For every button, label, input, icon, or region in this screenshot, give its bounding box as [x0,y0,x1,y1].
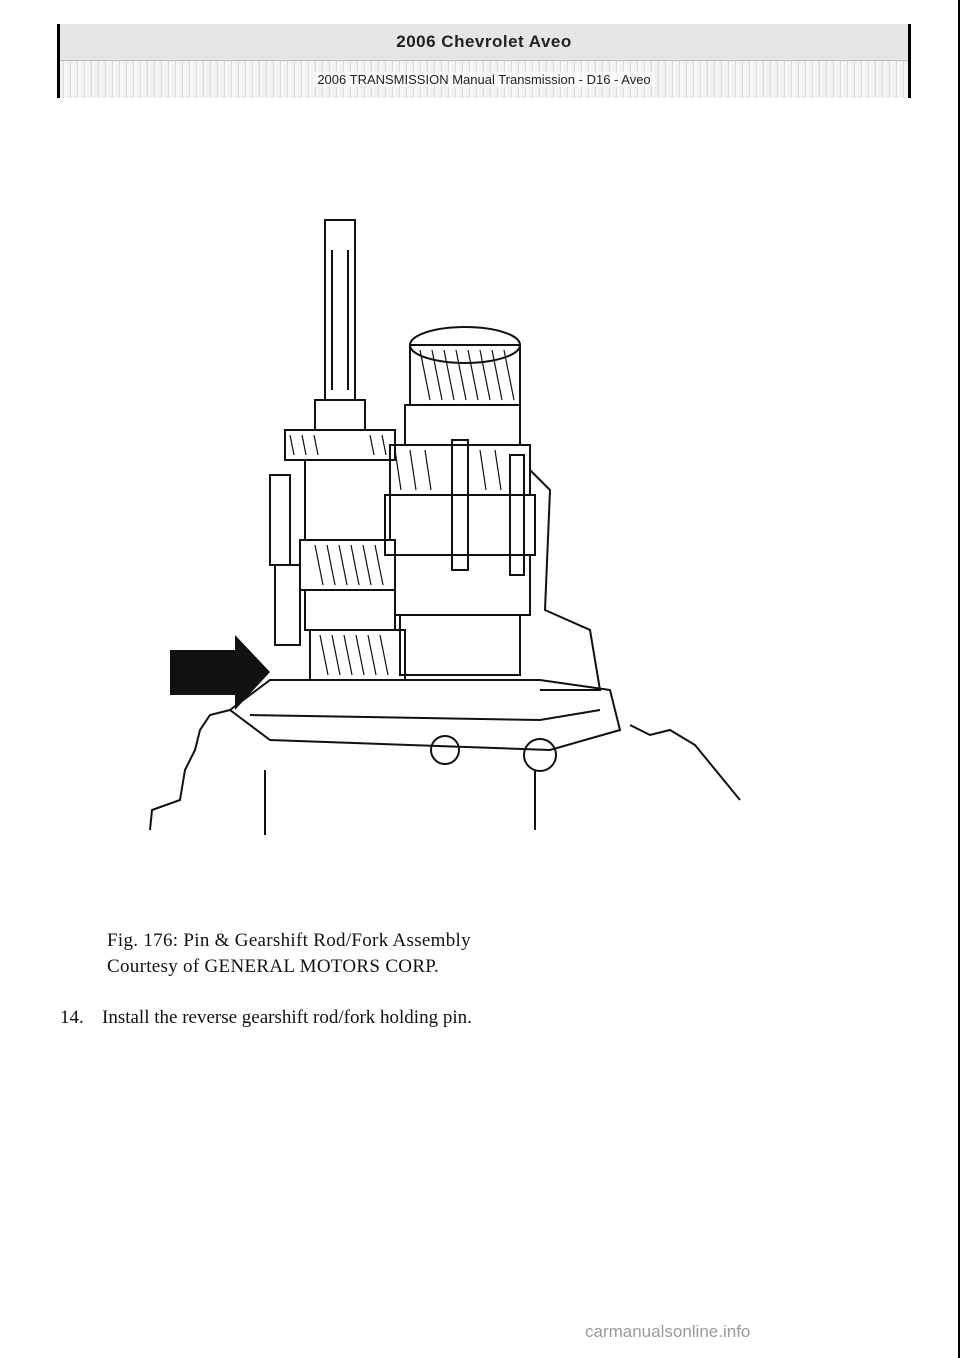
watermark: carmanualsonline.info [585,1322,751,1341]
step-number: 14. [60,1007,84,1028]
header-subtitle-bar: 2006 TRANSMISSION Manual Transmission - … [60,61,908,98]
page-header: 2006 Chevrolet Aveo 2006 TRANSMISSION Ma… [57,24,911,98]
procedure-step: 14. Install the reverse gearshift rod/for… [60,1005,472,1031]
pointer-arrow [170,635,270,710]
transmission-illustration [149,219,741,835]
figure-caption-line1: Fig. 176: Pin & Gearshift Rod/Fork Assem… [107,930,471,951]
header-title: 2006 Chevrolet Aveo [396,32,572,51]
step-text: Install the reverse gearshift rod/fork h… [102,1007,472,1028]
header-subtitle: 2006 TRANSMISSION Manual Transmission - … [313,72,655,87]
figure-caption: Fig. 176: Pin & Gearshift Rod/Fork Assem… [107,928,471,980]
header-title-bar: 2006 Chevrolet Aveo [60,24,908,61]
figure-caption-line2: Courtesy of GENERAL MOTORS CORP. [107,956,440,977]
